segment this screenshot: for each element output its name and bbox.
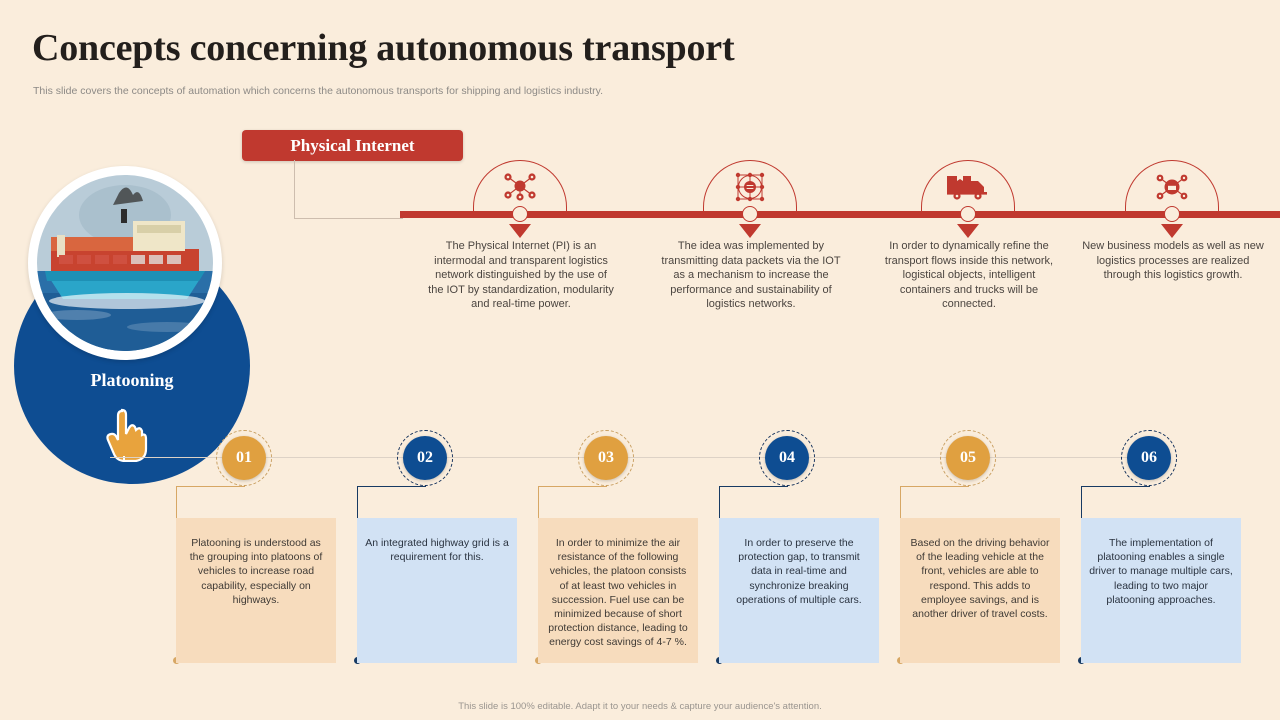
pi-node-4[interactable] xyxy=(1125,160,1221,238)
hub-wheel-icon xyxy=(726,170,774,204)
badge-elbow-connector xyxy=(294,160,403,219)
step-number: 02 xyxy=(417,449,433,466)
distribution-hub-icon xyxy=(1148,170,1196,204)
step-number: 05 xyxy=(960,449,976,466)
platooning-photo-ring xyxy=(28,166,222,360)
pi-node-3[interactable] xyxy=(921,160,1017,238)
platooning-timeline-line xyxy=(110,457,1170,458)
network-nodes-icon xyxy=(496,170,544,204)
step-number-badge: 06 xyxy=(1127,436,1171,480)
step-box-05: Based on the driving behavior of the lea… xyxy=(900,518,1060,663)
step-node-05[interactable]: 05 xyxy=(940,430,996,486)
step-ring xyxy=(578,430,634,486)
step-number-badge: 05 xyxy=(946,436,990,480)
pi-node-1[interactable] xyxy=(473,160,569,238)
step-node-03[interactable]: 03 xyxy=(578,430,634,486)
page-title: Concepts concerning autonomous transport xyxy=(32,27,735,69)
pi-node-2[interactable] xyxy=(703,160,799,238)
step-number: 06 xyxy=(1141,449,1157,466)
pi-node-arrow xyxy=(739,224,761,238)
pi-node-arrow xyxy=(509,224,531,238)
footer-note: This slide is 100% editable. Adapt it to… xyxy=(458,701,822,712)
delivery-truck-icon xyxy=(944,170,992,204)
step-box-06: The implementation of platooning enables… xyxy=(1081,518,1241,663)
step-ring xyxy=(759,430,815,486)
step-ring xyxy=(216,430,272,486)
step-node-01[interactable]: 01 xyxy=(216,430,272,486)
step-node-04[interactable]: 04 xyxy=(759,430,815,486)
pi-node-dot xyxy=(1164,206,1180,222)
pi-node-dot xyxy=(512,206,528,222)
step-number-badge: 02 xyxy=(403,436,447,480)
step-ring xyxy=(397,430,453,486)
pi-node-arrow xyxy=(1161,224,1183,238)
pi-node-1-text: The Physical Internet (PI) is an intermo… xyxy=(428,240,614,311)
pi-node-dot xyxy=(742,206,758,222)
step-number: 03 xyxy=(598,449,614,466)
step-number-badge: 01 xyxy=(222,436,266,480)
step-ring xyxy=(1121,430,1177,486)
step-box-04: In order to preserve the protection gap,… xyxy=(719,518,879,663)
physical-internet-timeline-bar xyxy=(400,211,1280,218)
step-box-02: An integrated highway grid is a requirem… xyxy=(357,518,517,663)
pi-node-arrow xyxy=(957,224,979,238)
platooning-label: Platooning xyxy=(90,370,174,390)
step-number: 04 xyxy=(779,449,795,466)
step-number: 01 xyxy=(236,449,252,466)
step-box-03: In order to minimize the air resistance … xyxy=(538,518,698,663)
pi-node-3-text: In order to dynamically refine the trans… xyxy=(884,240,1054,311)
step-node-06[interactable]: 06 xyxy=(1121,430,1177,486)
pi-node-2-text: The idea was implemented by transmitting… xyxy=(661,240,841,311)
step-ring xyxy=(940,430,996,486)
step-node-02[interactable]: 02 xyxy=(397,430,453,486)
step-number-badge: 03 xyxy=(584,436,628,480)
page-subtitle: This slide covers the concepts of automa… xyxy=(33,85,604,97)
physical-internet-badge-label: Physical Internet xyxy=(290,135,415,155)
pi-node-dot xyxy=(960,206,976,222)
container-ship-photo xyxy=(37,175,213,351)
step-number-badge: 04 xyxy=(765,436,809,480)
physical-internet-badge[interactable]: Physical Internet xyxy=(242,130,463,161)
pi-node-4-text: New business models as well as new logis… xyxy=(1082,240,1264,282)
step-box-01: Platooning is understood as the grouping… xyxy=(176,518,336,663)
hand-cursor-icon xyxy=(104,404,150,463)
